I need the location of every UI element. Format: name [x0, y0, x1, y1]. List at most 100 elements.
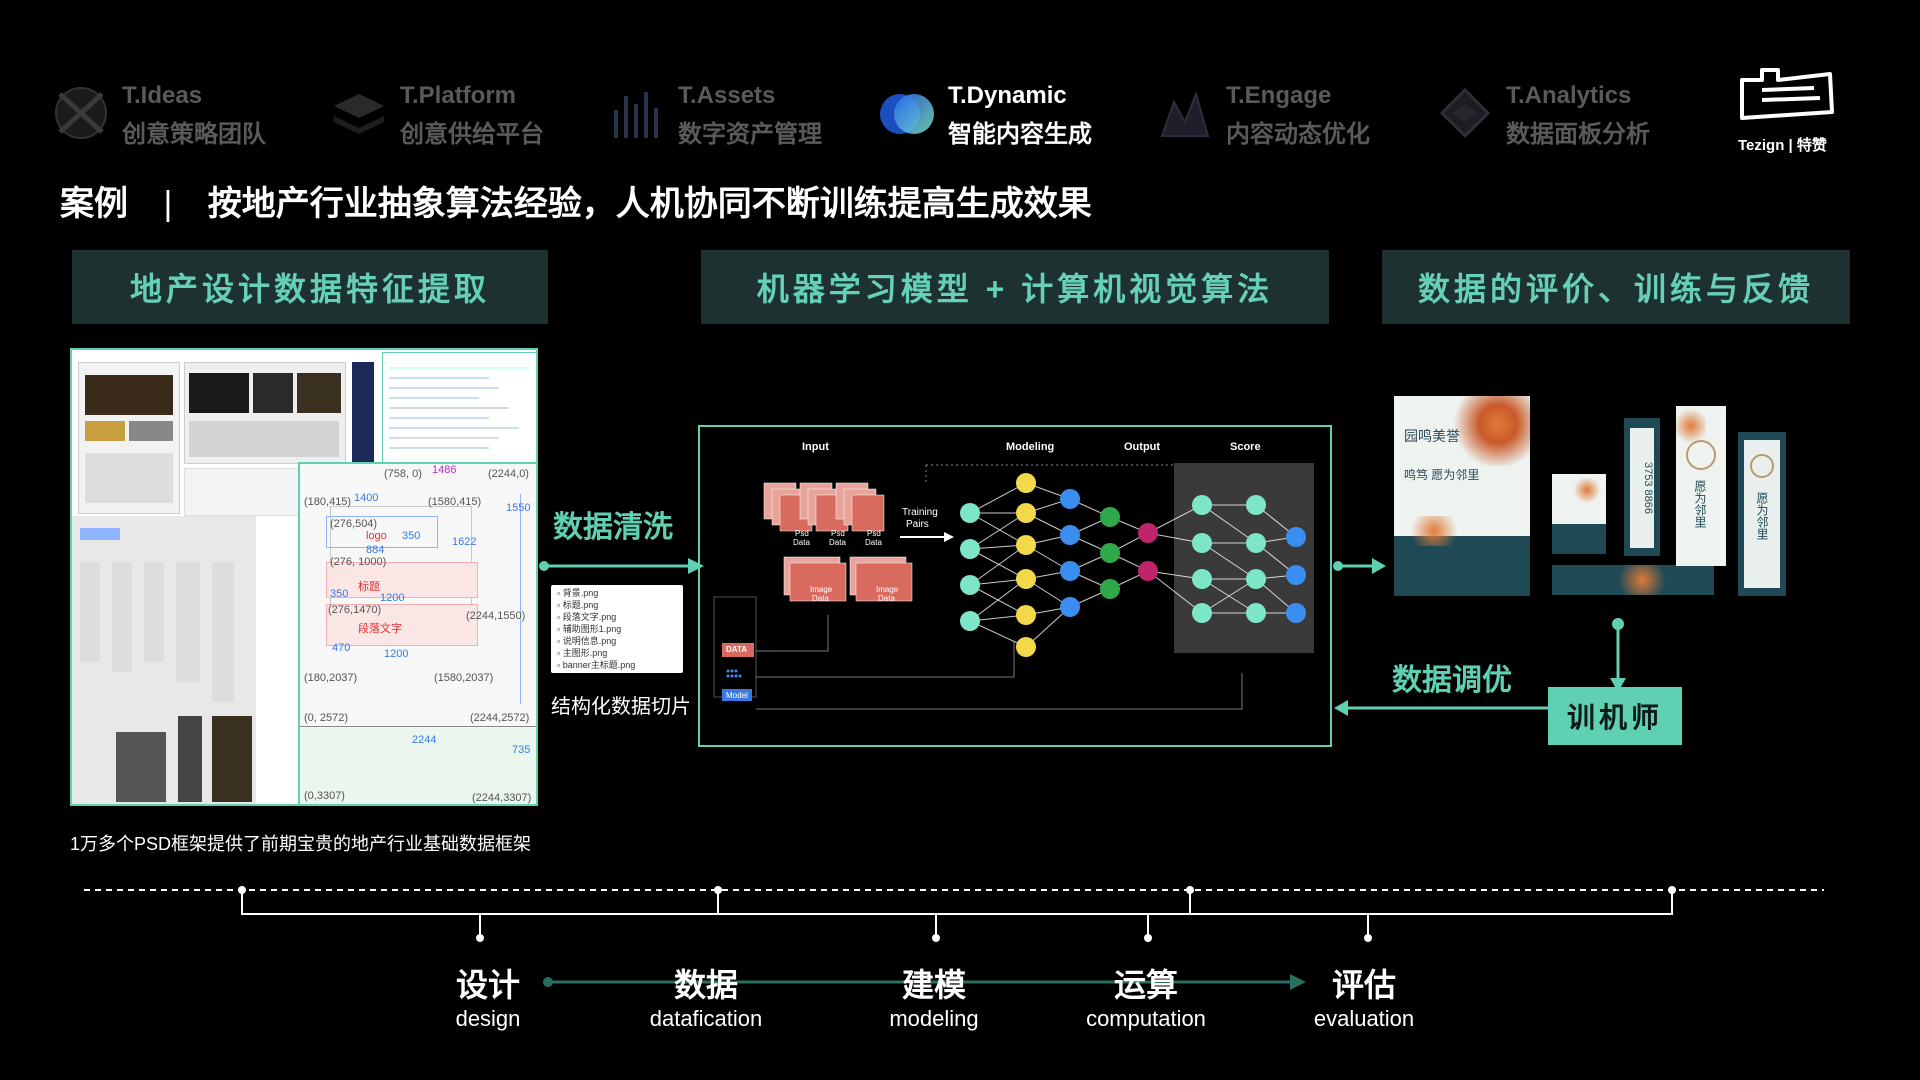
section-header-eval: 数据的评价、训练与反馈 — [1382, 250, 1850, 324]
image-label: Image — [876, 585, 899, 594]
process-flow — [84, 886, 1824, 990]
artboard-thumb — [184, 468, 306, 516]
data-clean-label: 数据清洗 — [553, 511, 673, 544]
tab-label-cn: 智能内容生成 — [948, 121, 1092, 148]
platform-icon — [334, 94, 384, 134]
feedback-arrows — [1334, 618, 1626, 716]
tab-ideas[interactable]: T.Ideas 创意策略团队 — [50, 76, 290, 148]
spec-box — [326, 562, 478, 598]
coord-label: (0,3307) — [304, 790, 345, 802]
engage-icon — [1160, 90, 1210, 137]
title-text: 按地产行业抽象算法经验，人机协同不断训练提高生成效果 — [207, 185, 1092, 223]
psd-label: Psd — [795, 529, 809, 538]
coord-label: (2244,2572) — [470, 712, 530, 724]
ml-model-box: Input Modeling Output Score Training Pai… — [698, 425, 1332, 747]
tab-assets[interactable]: T.Assets 数字资产管理 — [606, 76, 846, 148]
tab-label-en: T.Engage — [1226, 82, 1332, 109]
nn-score-label: Score — [1230, 441, 1261, 453]
coord-label: 段落文字 — [358, 623, 402, 635]
spec-frame — [298, 462, 536, 804]
page-title: 案例 | 按地产行业抽象算法经验，人机协同不断训练提高生成效果 — [60, 176, 1092, 225]
coord-label: 1550 — [506, 502, 531, 514]
coord-label: (2244,1550) — [466, 610, 526, 622]
psd-framework-panel: (758, 0) 1486 (2244,0) (180,415) 1400 (1… — [70, 348, 538, 806]
nn-training-label: Training — [902, 507, 938, 518]
trainer-box: 训机师 — [1548, 687, 1682, 745]
artboard-thumb — [352, 362, 374, 462]
tab-label-cn: 数字资产管理 — [678, 121, 822, 148]
flow-step-data-en: datafication — [649, 1006, 763, 1031]
coord-label: (276,1470) — [328, 604, 382, 616]
tab-label-en: T.Analytics — [1506, 82, 1632, 109]
nn-nodes — [960, 473, 1306, 657]
coord-label: (276, 1000) — [330, 556, 387, 568]
flow-step-design: 设计 — [455, 967, 521, 1003]
artboard-thumb — [184, 362, 346, 464]
coord-label: (1580,2037) — [434, 672, 494, 684]
coord-label: 标题 — [358, 581, 380, 593]
tab-engage[interactable]: T.Engage 内容动态优化 — [1154, 76, 1394, 148]
flow-step-computation: 运算 — [1113, 967, 1179, 1003]
ideas-icon — [55, 87, 107, 139]
coord-label: 1622 — [452, 536, 477, 548]
slice-caption: 结构化数据切片 — [551, 696, 691, 718]
coord-label: 350 — [402, 530, 421, 542]
spec-box — [300, 728, 536, 804]
poster-vertical-text: 愿为邻里 — [1755, 492, 1769, 540]
psd-label: Psd — [867, 529, 881, 538]
psd-data-label: Data — [829, 538, 846, 547]
tezign-logo-mark — [1740, 68, 1834, 120]
flow-step-data: 数据 — [673, 967, 739, 1003]
coord-label: (2244,3307) — [472, 792, 532, 804]
coord-label: (2244,0) — [488, 468, 529, 480]
file-item: ▫ 背景.png — [557, 588, 599, 598]
spec-box — [326, 604, 478, 646]
poster-vertical: 愿为邻里 — [1738, 432, 1786, 596]
coord-label: 884 — [366, 544, 385, 556]
analytics-icon — [1439, 87, 1491, 139]
tezign-logo: Tezign | 特赞 — [1738, 66, 1838, 156]
logo-text: Tezign | 特赞 — [1738, 137, 1827, 154]
file-item: ▫ 段落文字.png — [557, 612, 617, 622]
psd-data-label: Data — [793, 538, 810, 547]
coord-label: 1400 — [354, 492, 379, 504]
model-tag: Model — [726, 691, 748, 700]
psd-data-stack — [763, 482, 913, 602]
section-header-extract: 地产设计数据特征提取 — [72, 250, 548, 324]
nn-output-label: Output — [1124, 441, 1161, 453]
flow-step-evaluation-en: evaluation — [1313, 1006, 1415, 1031]
poster-main: 园鸣美誉 鸣笃 愿为邻里 — [1394, 396, 1530, 596]
coord-label: 1200 — [384, 648, 409, 660]
psd-data-label: Data — [865, 538, 882, 547]
coord-label: (276,504) — [330, 518, 378, 530]
tab-dynamic[interactable]: T.Dynamic 智能内容生成 — [876, 76, 1116, 148]
assets-icon — [614, 92, 658, 138]
image-label: Image — [810, 585, 833, 594]
coord-label: (180,2037) — [304, 672, 358, 684]
tab-label-en: T.Ideas — [122, 82, 203, 109]
clean-arrow — [539, 558, 704, 574]
coord-label: (180,415) — [304, 496, 352, 508]
file-list: ▫ 背景.png ▫ 标题.png ▫ 段落文字.png ▫ 辅助图形1.png… — [551, 585, 683, 673]
data-tag: DATA — [726, 645, 748, 654]
coord-label: (1580,415) — [428, 496, 482, 508]
coord-label: logo — [366, 530, 387, 542]
tab-analytics[interactable]: T.Analytics 数据面板分析 — [1434, 76, 1674, 148]
file-item: ▫ 主图形.png — [557, 648, 608, 658]
coord-label: 350 — [330, 588, 349, 600]
spec-box — [326, 516, 438, 548]
coord-label: 735 — [512, 744, 531, 756]
poster-vertical-text: 3753 8866 — [1630, 428, 1654, 548]
tab-label-en: T.Assets — [678, 82, 776, 109]
coord-label: 2244 — [412, 734, 437, 746]
coord-label: (758, 0) — [384, 468, 422, 480]
tab-platform[interactable]: T.Platform 创意供给平台 — [328, 76, 568, 148]
poster-vertical-text: 愿为邻里 — [1693, 480, 1707, 528]
data-tune-label: 数据调优 — [1392, 664, 1512, 697]
dynamic-icon — [880, 94, 934, 134]
coord-label: 1486 — [432, 464, 457, 476]
flow-step-evaluation: 评估 — [1331, 967, 1397, 1003]
title-separator: | — [163, 185, 173, 223]
tab-label-cn: 创意供给平台 — [400, 121, 544, 148]
poster-vertical: 3753 8866 — [1624, 418, 1660, 556]
